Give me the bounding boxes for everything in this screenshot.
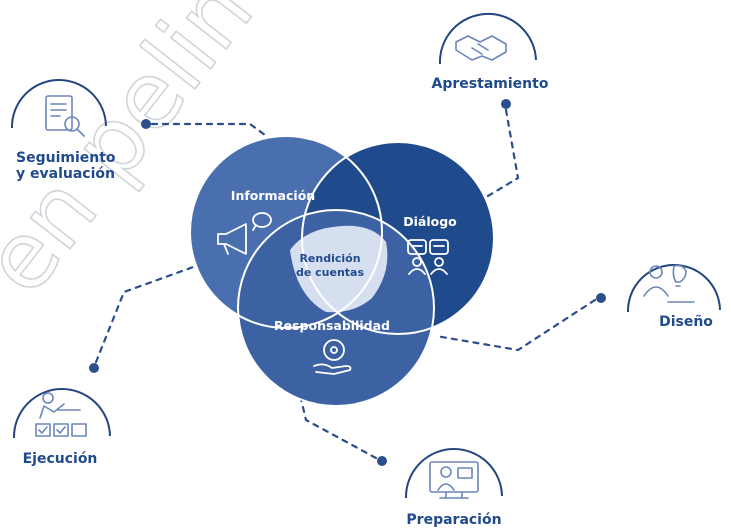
ring-seguimiento	[10, 79, 107, 129]
megaphone-icon	[217, 212, 272, 255]
chat-people-icon	[407, 239, 449, 275]
ring-preparacion	[404, 448, 503, 499]
connector-dot-ejecucion	[89, 363, 99, 373]
label-diseno: Diseño	[659, 314, 713, 330]
core-label-line2: de cuentas	[296, 266, 364, 279]
label-seguimiento-line1: Seguimiento	[16, 150, 116, 166]
core-label-line1: Rendición	[299, 252, 360, 265]
label-ejecucion: Ejecución	[23, 451, 98, 467]
label-dialogo: Diálogo	[403, 214, 457, 229]
connector-dot-preparacion	[377, 456, 387, 466]
label-preparacion: Preparación	[406, 512, 501, 528]
connector-dot-diseno	[596, 293, 606, 303]
ring-aprestamiento	[438, 12, 537, 65]
person-lightbulb-icon	[643, 264, 695, 303]
label-seguimiento-line2: y evaluación	[16, 166, 115, 182]
node-ejecucion: Ejecución	[12, 388, 111, 467]
node-aprestamiento: Aprestamiento	[432, 12, 549, 92]
outline-dialogo	[301, 141, 495, 335]
connector-diseno	[434, 298, 597, 352]
hand-gear-icon	[313, 339, 352, 375]
ring-ejecucion	[12, 388, 111, 439]
connector-preparacion	[294, 376, 378, 460]
video-call-icon	[429, 461, 479, 499]
label-informacion: Información	[231, 188, 315, 203]
label-responsabilidad: Responsabilidad	[274, 318, 390, 333]
venn: Información Diálogo Responsabilidad Rend…	[189, 135, 495, 407]
connector-aprestamiento	[486, 108, 520, 198]
outline-informacion	[189, 135, 383, 329]
ring-diseno	[626, 264, 721, 313]
outline-responsabilidad	[237, 209, 435, 407]
handshake-icon	[455, 35, 507, 61]
connector-ejecucion	[94, 264, 198, 364]
node-seguimiento: Seguimiento y evaluación	[10, 79, 116, 182]
document-magnifier-icon	[45, 95, 85, 137]
label-aprestamiento: Aprestamiento	[432, 76, 549, 92]
node-diseno: Diseño	[626, 264, 721, 330]
connector-dot-aprestamiento	[501, 99, 511, 109]
node-preparacion: Preparación	[404, 448, 503, 528]
connector-dot-seguimiento	[141, 119, 151, 129]
person-checklist-icon	[35, 392, 87, 437]
